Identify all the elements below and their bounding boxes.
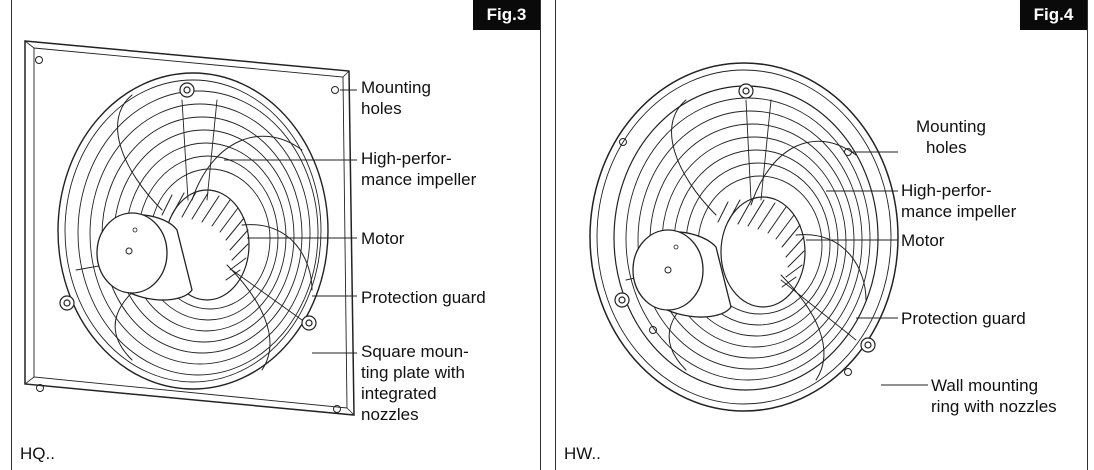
mounting-hole bbox=[35, 56, 43, 64]
label-mounting-holes: Mounting holes bbox=[361, 78, 431, 118]
impeller-blades bbox=[114, 94, 313, 371]
label-impeller: High-perfor- mance impeller bbox=[901, 181, 1017, 221]
leader-lines bbox=[806, 151, 928, 386]
mounting-hole bbox=[844, 368, 852, 376]
leader-lines bbox=[224, 89, 357, 354]
label-protection-guard: Protection guard bbox=[361, 288, 486, 307]
mounting-hole bbox=[36, 384, 44, 392]
figure-panel-fig4: Fig.4 bbox=[555, 0, 1088, 470]
mounting-hole bbox=[331, 86, 339, 94]
motor-body bbox=[632, 229, 732, 318]
figure-tag: Fig.3 bbox=[473, 0, 540, 30]
figure-tag: Fig.4 bbox=[1020, 0, 1087, 30]
motor-cooling-fins bbox=[717, 196, 806, 308]
label-mounting-holes: Mounting holes bbox=[916, 117, 986, 157]
mounting-hole bbox=[333, 405, 341, 413]
label-square-plate: Square moun- ting plate with integrated … bbox=[361, 342, 469, 424]
model-code: HQ.. bbox=[20, 444, 55, 463]
mounting-hole bbox=[649, 326, 657, 334]
motor-body bbox=[96, 212, 193, 301]
label-protection-guard: Protection guard bbox=[901, 309, 1026, 328]
label-wall-ring: Wall mounting ring with nozzles bbox=[931, 376, 1057, 416]
wall-mounting-ring bbox=[589, 62, 899, 412]
model-code: HW.. bbox=[564, 444, 601, 463]
label-impeller: High-perfor- mance impeller bbox=[361, 149, 477, 189]
label-motor: Motor bbox=[361, 229, 405, 248]
hq-fan-drawing bbox=[24, 40, 357, 416]
figure-panel-fig3: Fig.3 bbox=[11, 0, 541, 470]
hw-fan-drawing bbox=[589, 62, 928, 412]
mounting-hole bbox=[619, 138, 627, 146]
guard-bolts bbox=[614, 83, 876, 353]
label-motor: Motor bbox=[901, 231, 945, 250]
guard-bolts bbox=[59, 82, 317, 331]
